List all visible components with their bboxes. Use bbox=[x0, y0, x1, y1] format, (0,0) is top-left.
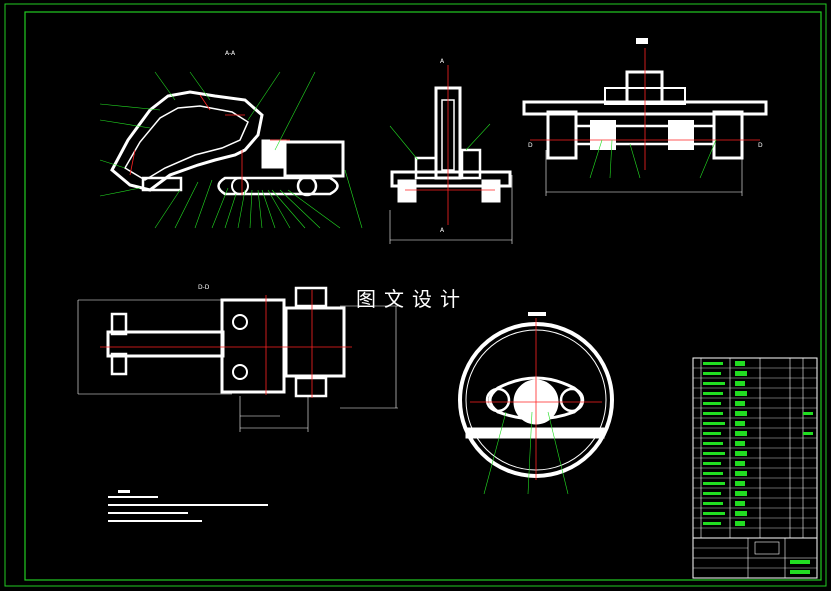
side-block bbox=[460, 148, 482, 180]
shoulder bbox=[220, 298, 286, 394]
roller-right bbox=[559, 387, 585, 413]
parts-list bbox=[692, 357, 818, 539]
body bbox=[284, 306, 346, 378]
rail bbox=[465, 427, 605, 439]
front-leaders bbox=[389, 123, 491, 161]
leader-lines bbox=[99, 71, 363, 229]
inner-frame bbox=[24, 11, 822, 581]
title-block bbox=[692, 537, 818, 579]
track-left bbox=[397, 179, 417, 203]
wheel-tr bbox=[232, 314, 248, 330]
front-view: A A bbox=[389, 58, 513, 244]
wheel-rear bbox=[296, 175, 318, 197]
wheel-bl bbox=[294, 376, 328, 398]
arm-outline bbox=[110, 90, 264, 192]
gear-left bbox=[590, 120, 616, 150]
section-view-top: D D bbox=[522, 38, 768, 196]
base-box bbox=[283, 140, 345, 178]
wheel-br bbox=[232, 364, 248, 380]
side-view: A-A bbox=[99, 50, 363, 229]
cut-d-right-label: D bbox=[758, 142, 763, 149]
wheel-front bbox=[231, 177, 249, 195]
technical-notes bbox=[108, 490, 268, 522]
watermark-text: 图文设计 bbox=[356, 287, 468, 311]
wheel-right bbox=[712, 110, 744, 160]
gear-right bbox=[668, 120, 694, 150]
cut-a-top-label: A bbox=[440, 58, 445, 65]
arm-inner bbox=[123, 105, 249, 181]
side-block bbox=[414, 156, 438, 180]
chassis bbox=[390, 170, 512, 188]
joint-block bbox=[110, 312, 128, 336]
gripper bbox=[141, 176, 183, 192]
wheel-left bbox=[546, 110, 578, 160]
dd-dims bbox=[77, 299, 398, 432]
circle-leaders bbox=[483, 411, 569, 495]
centerline bbox=[199, 94, 211, 111]
joint-block bbox=[110, 352, 128, 376]
top-view-dd: D-D bbox=[77, 284, 398, 432]
cut-d-left-label: D bbox=[528, 142, 533, 149]
motor-block bbox=[261, 139, 287, 169]
label-plate bbox=[528, 312, 546, 316]
section-dd-label: D-D bbox=[198, 284, 210, 291]
front-dim bbox=[389, 175, 513, 244]
arm-link bbox=[106, 330, 225, 358]
cut-a-bottom-label: A bbox=[440, 227, 445, 234]
centerline bbox=[129, 149, 136, 176]
wheel-tl bbox=[294, 286, 328, 308]
top-dim bbox=[545, 150, 743, 196]
roller-left bbox=[485, 387, 511, 413]
section-aa-label: A-A bbox=[225, 50, 236, 57]
top-leaders bbox=[589, 139, 717, 179]
label-plate bbox=[636, 38, 648, 44]
track-circle-view bbox=[458, 312, 614, 495]
outer-frame bbox=[4, 3, 827, 587]
track-right bbox=[481, 179, 501, 203]
track bbox=[217, 176, 339, 196]
